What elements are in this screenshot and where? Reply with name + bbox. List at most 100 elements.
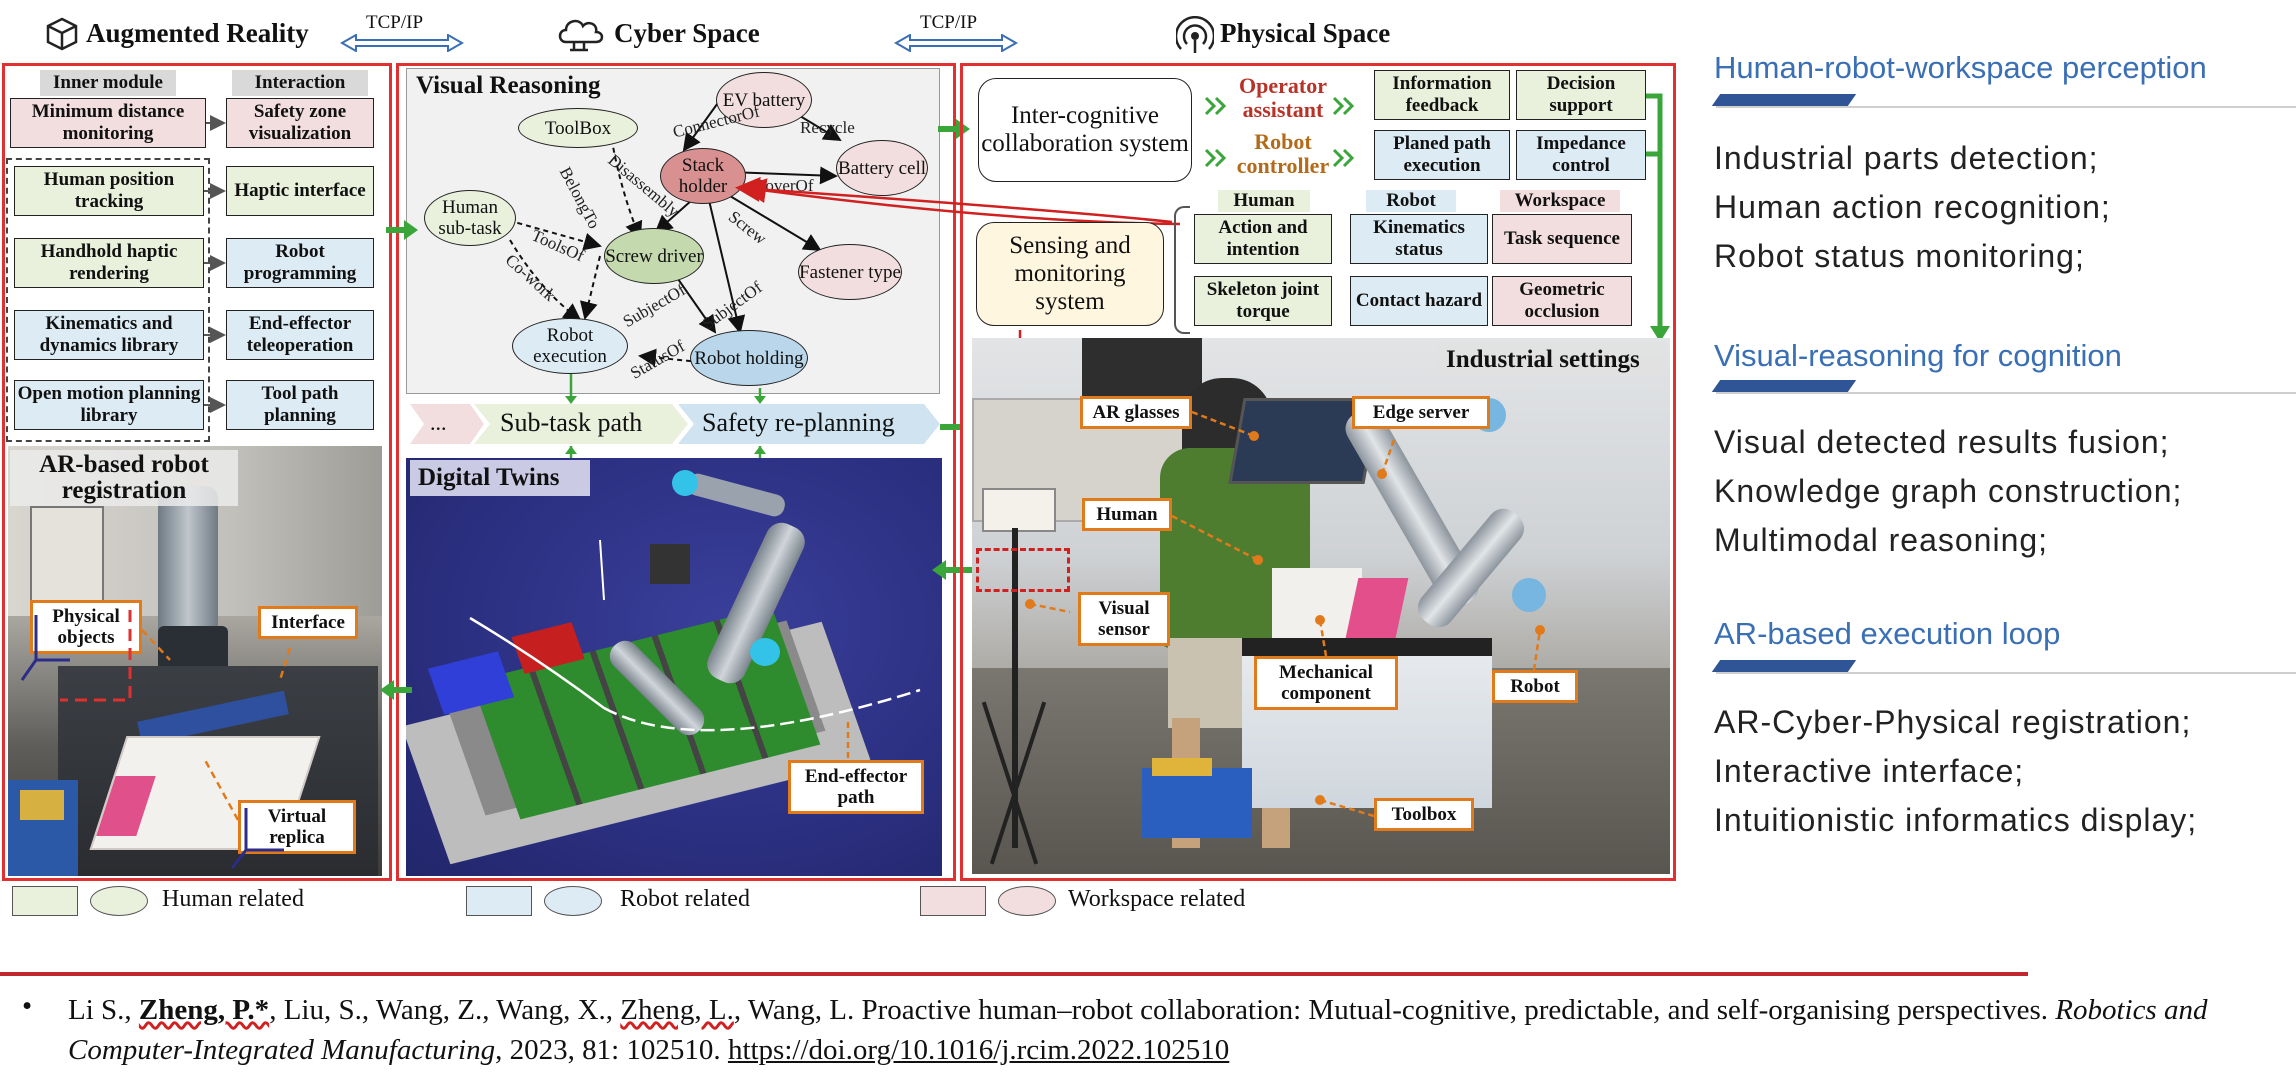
operator-assistant: Operator assistant	[1239, 73, 1327, 122]
section-reasoning-rule	[1716, 392, 2296, 394]
double-arrow-icon	[894, 34, 1018, 52]
citation-rule	[0, 972, 2028, 976]
legend-robot-rect	[466, 886, 532, 916]
label-physical-objects: Physical objects	[30, 600, 142, 654]
tcp-left: TCP/IP	[340, 12, 464, 52]
skeleton-torque-box: Skeleton joint torque	[1194, 276, 1332, 326]
tool-path-box: Tool path planning	[226, 380, 374, 430]
legend-workspace-rect	[920, 886, 986, 916]
industrial-title-bg	[1438, 342, 1666, 376]
citation-authors-c: , Wang, L. Proactive human–robot collabo…	[733, 994, 2056, 1026]
cloud-network-icon	[558, 19, 604, 52]
section-perception-tab	[1711, 94, 1857, 106]
registration-title: AR-based robot registration	[39, 451, 209, 504]
pipeline-subtask: Sub-task path	[500, 408, 643, 437]
node-battery-cell: Battery cell	[836, 140, 928, 196]
kinematics-library-box: Kinematics and dynamics library	[14, 310, 204, 360]
tcp-right: TCP/IP	[894, 12, 1018, 52]
perception-item: Robot status monitoring;	[1714, 238, 2085, 274]
safety-zone-box: Safety zone visualization	[226, 98, 374, 148]
section-execution-tab	[1711, 660, 1857, 672]
robot-controller: Robot controller	[1236, 129, 1330, 178]
legend-human-label: Human related	[162, 886, 304, 912]
edge-recycle: Recycle	[800, 118, 855, 137]
label-virtual-replica: Virtual replica	[238, 800, 356, 854]
signal-icon	[1176, 16, 1214, 53]
section-execution-title: AR-based execution loop	[1714, 616, 2061, 651]
planned-path-box: Planed path execution	[1374, 130, 1510, 180]
ar-arrows	[204, 115, 226, 413]
reasoning-item: Knowledge graph construction;	[1714, 473, 2183, 509]
ar-header-label: Augmented Reality	[86, 18, 309, 48]
legend-robot-label: Robot related	[620, 886, 750, 912]
tcp-left-label: TCP/IP	[366, 12, 424, 33]
node-robot-holding: Robot holding	[690, 330, 808, 386]
section-perception-title: Human-robot-workspace perception	[1714, 50, 2207, 85]
panel-link-arrows	[380, 119, 974, 700]
reasoning-item: Multimodal reasoning;	[1714, 522, 2049, 558]
execution-item: AR-Cyber-Physical registration;	[1714, 704, 2192, 740]
sensing-brace	[1174, 206, 1190, 334]
visual-reasoning-title: Visual Reasoning	[416, 72, 601, 99]
node-ev-battery: EV battery	[716, 72, 812, 128]
ar-panel-frame	[2, 63, 392, 881]
photo-label-links	[1025, 410, 1545, 818]
citation: Li S., Zheng, P.*, Liu, S., Wang, Z., Wa…	[68, 990, 2268, 1070]
physical-header-label: Physical Space	[1220, 18, 1391, 48]
execution-item: Interactive interface;	[1714, 753, 2025, 789]
section-reasoning-tab	[1711, 380, 1857, 392]
digital-twins-title-bg	[410, 460, 590, 496]
node-screw-driver: Screw driver	[604, 228, 704, 284]
node-stack-holder: Stack holder	[660, 148, 746, 204]
label-human: Human	[1082, 498, 1172, 531]
label-edge-server: Edge server	[1352, 396, 1490, 429]
label-mechanical-component: Mechanical component	[1254, 656, 1398, 710]
reasoning-item: Visual detected results fusion;	[1714, 424, 2170, 460]
citation-authors-a: Li S.,	[68, 994, 139, 1026]
digital-twins-title: Digital Twins	[418, 464, 560, 491]
action-intention-box: Action and intention	[1194, 214, 1332, 264]
legend-workspace-ellipse	[998, 886, 1056, 916]
end-effector-path-line	[469, 539, 921, 760]
citation-author-zl: Zheng, L.	[620, 994, 734, 1026]
label-toolbox: Toolbox	[1374, 798, 1474, 831]
sensing-box: Sensing and monitoring system	[976, 222, 1164, 326]
col-robot-header: Robot	[1366, 190, 1456, 212]
execution-item: Intuitionistic informatics display;	[1714, 802, 2198, 838]
citation-authors-b: , Liu, S., Wang, Z., Wang, X.,	[269, 994, 621, 1026]
citation-bullet: •	[22, 990, 33, 1022]
intercog-box: Inter-cognitive collaboration system	[978, 78, 1192, 182]
section-reasoning-title: Visual-reasoning for cognition	[1714, 338, 2122, 373]
label-robot: Robot	[1492, 670, 1578, 703]
geometric-occlusion-box: Geometric occlusion	[1492, 276, 1632, 326]
impedance-box: Impedance control	[1516, 130, 1646, 180]
legend-workspace-label: Workspace related	[1068, 886, 1246, 912]
cyber-panel-frame	[396, 63, 956, 881]
industrial-title: Industrial settings	[1446, 346, 1640, 373]
legend-human-ellipse	[90, 886, 148, 916]
ar-dashed-links	[20, 610, 292, 869]
label-visual-sensor: Visual sensor	[1078, 592, 1170, 646]
physical-flow-arrows	[735, 93, 1670, 360]
physical-panel-frame	[960, 63, 1676, 881]
node-robot-execution: Robot execution	[512, 318, 628, 374]
haptic-interface-box: Haptic interface	[226, 166, 374, 216]
decision-support-box: Decision support	[1516, 70, 1646, 120]
intercog-chevrons	[1204, 96, 1355, 168]
citation-doi-link[interactable]: https://doi.org/10.1016/j.rcim.2022.1025…	[727, 1034, 1230, 1066]
label-ar-glasses: AR glasses	[1080, 396, 1192, 429]
double-arrow-icon	[340, 34, 464, 52]
kinematics-status-box: Kinematics status	[1350, 214, 1488, 264]
cube-icon	[46, 17, 78, 51]
node-human-subtask: Human sub-task	[424, 190, 516, 246]
haptic-rendering-box: Handhold haptic rendering	[14, 238, 204, 288]
pipeline-replanning: Safety re-planning	[702, 408, 895, 437]
human-position-box: Human position tracking	[14, 166, 204, 216]
perception-item: Industrial parts detection;	[1714, 140, 2099, 176]
teleoperation-box: End-effector teleoperation	[226, 310, 374, 360]
legend-robot-ellipse	[544, 886, 602, 916]
motion-planning-box: Open motion planning library	[14, 380, 204, 430]
citation-author-zheng: Zheng, P.*	[138, 994, 270, 1026]
section-perception-rule	[1716, 106, 2296, 108]
label-interface: Interface	[258, 606, 358, 639]
